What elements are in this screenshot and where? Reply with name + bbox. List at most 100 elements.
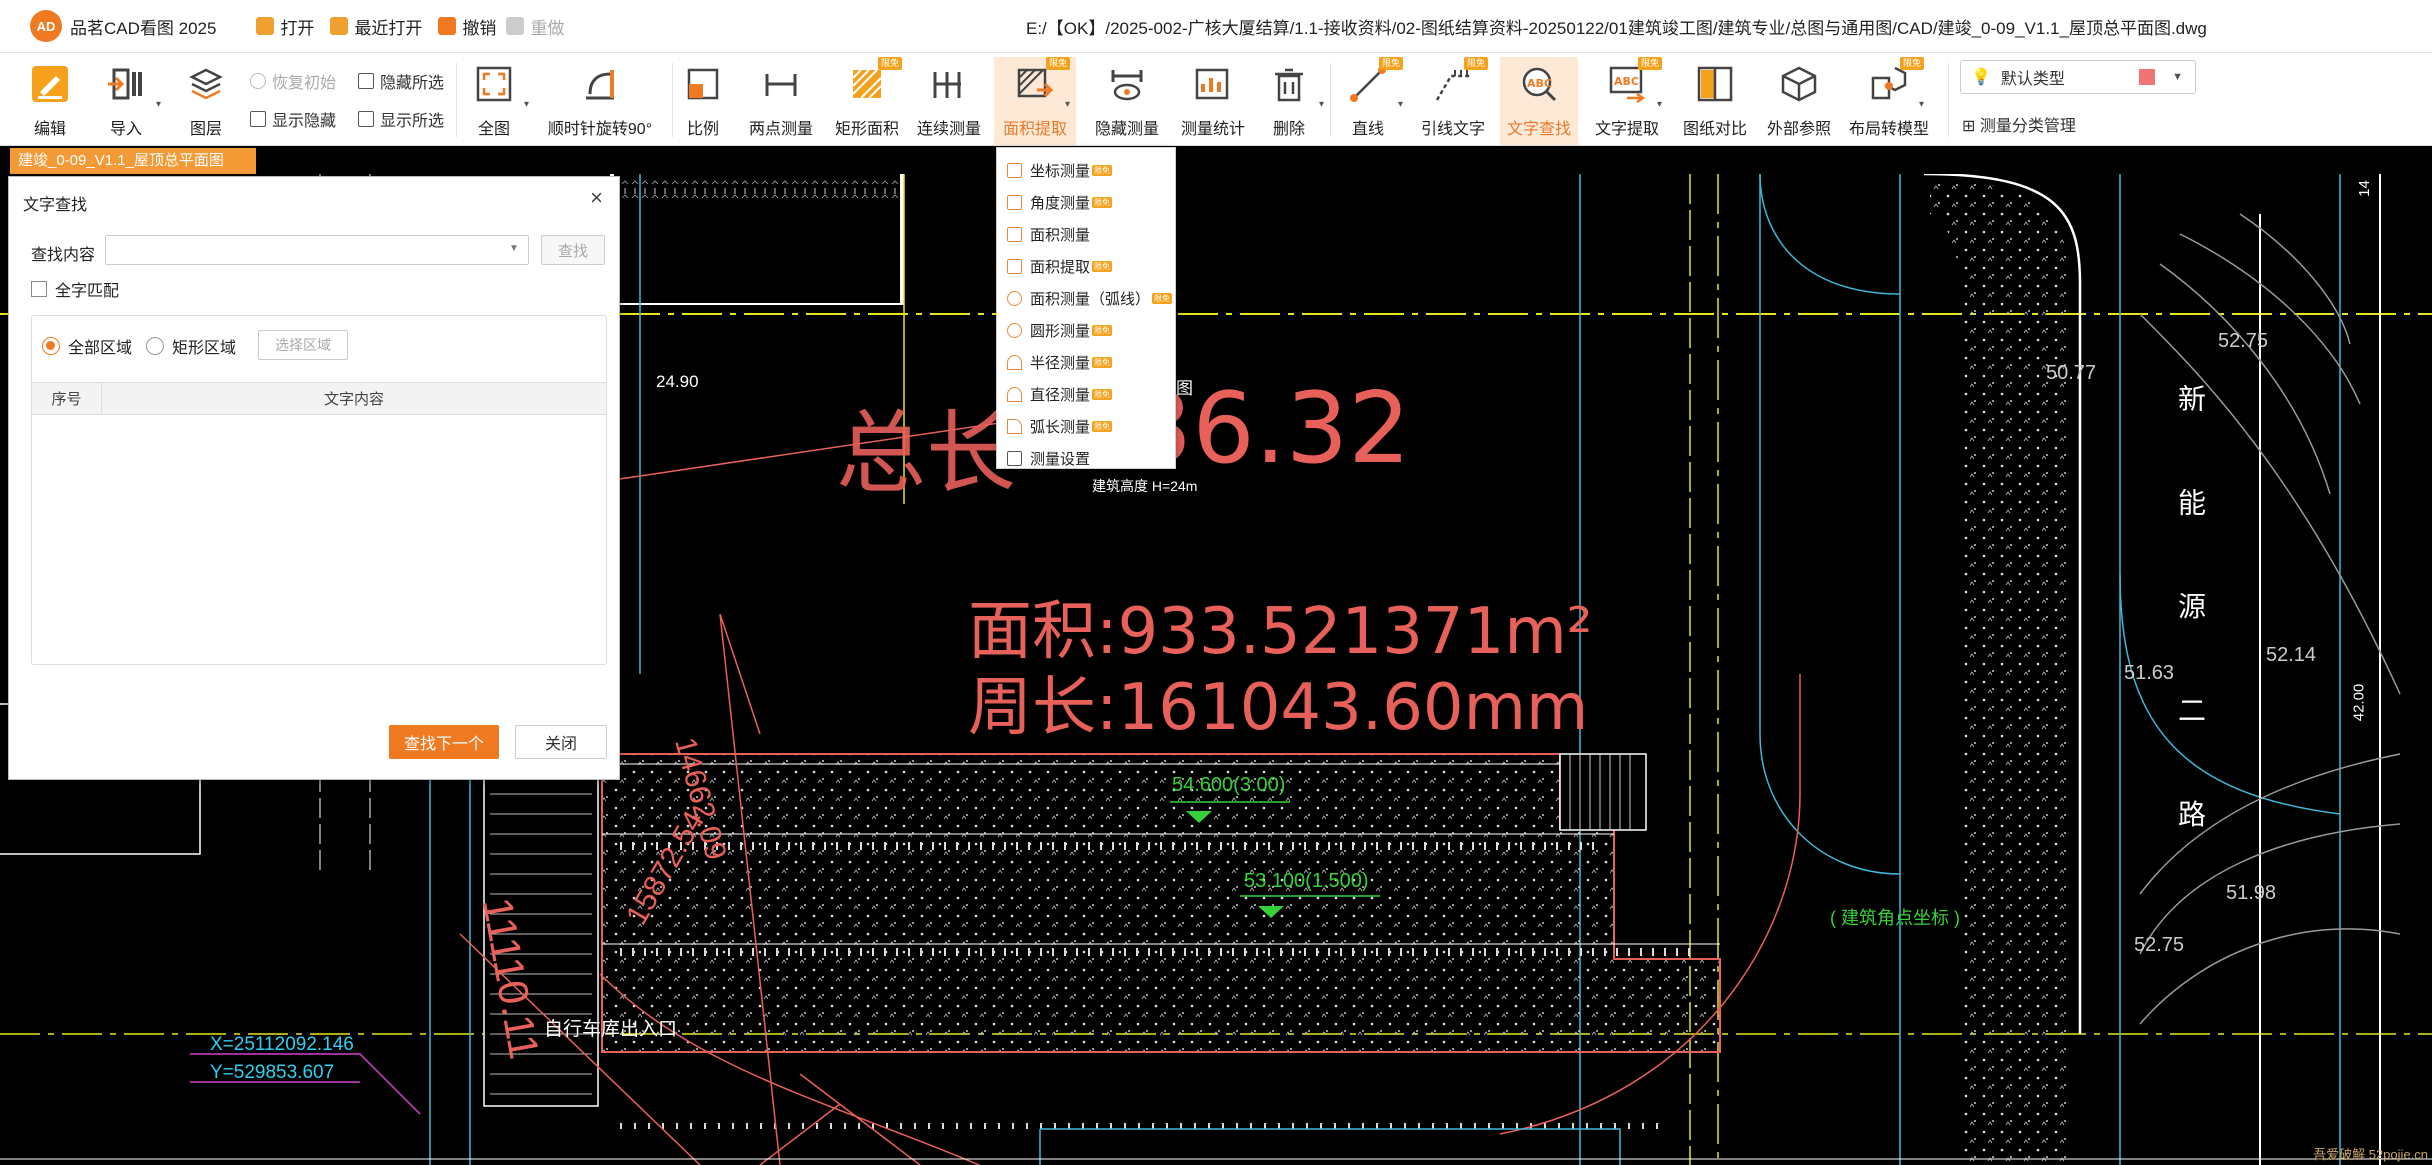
delete-button[interactable]: ▾ 删除 <box>1264 57 1324 145</box>
menu-item-arc-length-measure[interactable]: 弧长测量限免 <box>997 410 1175 442</box>
select-area-button[interactable]: 选择区域 <box>258 330 348 360</box>
edit-icon <box>29 63 71 105</box>
hidden-measure-button[interactable]: 隐藏测量 <box>1092 57 1162 145</box>
diameter-icon <box>1007 386 1022 402</box>
text-find-label: 文字查找 <box>1506 121 1571 138</box>
leader-text-button[interactable]: 限免 引线文字 <box>1416 57 1490 145</box>
dialog-title: 文字查找 <box>23 197 88 214</box>
xref-icon <box>1778 63 1820 105</box>
restore-initial-button[interactable]: 恢复初始 <box>250 69 336 93</box>
undo-icon <box>438 17 457 35</box>
menu-item-label: 圆形测量 <box>1030 322 1091 340</box>
layers-label: 图层 <box>189 121 222 138</box>
text-extract-button[interactable]: ABC 限免 ▾ 文字提取 <box>1590 57 1664 145</box>
menu-item-label: 面积测量 <box>1030 226 1091 244</box>
recent-open-label: 最近打开 <box>354 18 423 38</box>
measure-stats-button[interactable]: 测量统计 <box>1178 57 1248 145</box>
scale-icon <box>682 63 724 105</box>
scale-label: 比例 <box>686 121 719 138</box>
recent-folder-icon <box>330 17 349 35</box>
undo-button[interactable]: 撤销 <box>438 14 496 39</box>
level-52-75: 52.75 <box>2218 330 2269 352</box>
rect-area-radio[interactable]: 矩形区域 <box>146 334 236 358</box>
redo-button[interactable]: 重做 <box>506 14 564 39</box>
xref-button[interactable]: 外部参照 <box>1762 57 1836 145</box>
menu-item-measure-settings[interactable]: 测量设置 <box>997 442 1175 474</box>
hide-selected-button[interactable]: 隐藏所选 <box>358 69 444 93</box>
find-next-button[interactable]: 查找下一个 <box>389 725 499 759</box>
menu-item-label: 弧长测量 <box>1030 418 1091 436</box>
import-button[interactable]: ▾ 导入 <box>96 57 161 145</box>
two-point-measure-button[interactable]: 两点测量 <box>746 57 816 145</box>
menu-item-diameter-measure[interactable]: 直径测量限免 <box>997 378 1175 410</box>
free-badge: 限免 <box>1463 57 1488 70</box>
menu-item-label: 直径测量 <box>1030 386 1091 404</box>
drawing-compare-icon <box>1694 63 1736 105</box>
level-51-63: 51.63 <box>2124 662 2175 684</box>
whole-word-checkbox[interactable]: 全字匹配 <box>31 277 119 301</box>
document-tab[interactable]: 建竣_0-09_V1.1_屋顶总平面图 <box>10 148 256 174</box>
measure-stats-label: 测量统计 <box>1180 121 1245 138</box>
open-button[interactable]: 打开 <box>256 14 314 39</box>
menu-item-circle-measure[interactable]: 圆形测量限免 <box>997 314 1175 346</box>
delete-caret-icon: ▾ <box>1318 99 1324 110</box>
show-selected-button[interactable]: 显示所选 <box>358 107 444 131</box>
layers-button[interactable]: 图层 <box>176 57 236 145</box>
find-content-label: 查找内容 <box>31 247 96 264</box>
free-badge: 限免 <box>1092 260 1113 272</box>
menu-item-area-extract[interactable]: 面积提取限免 <box>997 250 1175 282</box>
free-badge: 限免 <box>1092 356 1113 368</box>
level-52-14: 52.14 <box>2266 644 2317 666</box>
rect-area-label: 矩形面积 <box>834 121 899 138</box>
menu-item-label: 面积测量（弧线） <box>1030 290 1151 308</box>
full-view-caret-icon: ▾ <box>523 99 529 110</box>
bulb-icon: 💡 <box>1971 69 1991 86</box>
radio-icon <box>146 337 164 355</box>
cad-drawing <box>0 174 2432 1165</box>
recent-open-button[interactable]: 最近打开 <box>330 14 422 39</box>
menu-item-angle-measure[interactable]: 角度测量限免 <box>997 186 1175 218</box>
layout-to-model-button[interactable]: 限免 ▾ 布局转模型 <box>1846 57 1932 145</box>
menu-item-arc-area-measure[interactable]: 面积测量（弧线）限免 <box>997 282 1175 314</box>
menu-item-coordinate-measure[interactable]: 坐标测量限免 <box>997 154 1175 186</box>
menu-fragment-text: 图 <box>1176 379 1193 398</box>
leader-text-label: 引线文字 <box>1420 121 1485 138</box>
all-area-radio[interactable]: 全部区域 <box>42 334 132 358</box>
edit-button[interactable]: 编辑 <box>18 57 82 145</box>
rotate-button[interactable]: 顺时针旋转90° <box>540 57 660 145</box>
menu-item-radius-measure[interactable]: 半径测量限免 <box>997 346 1175 378</box>
import-label: 导入 <box>109 121 142 138</box>
rect-area-button[interactable]: 限免 矩形面积 <box>830 57 904 145</box>
find-content-input[interactable] <box>105 235 529 265</box>
layout-to-model-label: 布局转模型 <box>1848 121 1929 138</box>
text-find-dialog: 文字查找 × 查找内容 ▼ 查找 全字匹配 全部区域 矩形区域 选择区域 序号 … <box>8 176 620 780</box>
file-path: E:/【OK】/2025-002-广核大厦结算/1.1-接收资料/02-图纸结算… <box>1026 19 2207 38</box>
find-button[interactable]: 查找 <box>541 235 605 265</box>
hidden-measure-label: 隐藏测量 <box>1094 121 1159 138</box>
continuous-measure-icon <box>928 63 970 105</box>
redo-label: 重做 <box>530 18 565 38</box>
continuous-measure-button[interactable]: 连续测量 <box>912 57 986 145</box>
menu-item-area-measure[interactable]: 面积测量 <box>997 218 1175 250</box>
show-hidden-button[interactable]: 显示隐藏 <box>250 107 336 131</box>
close-button[interactable]: 关闭 <box>515 725 607 759</box>
scale-button[interactable]: 比例 <box>678 57 728 145</box>
measure-class-manager-label: 测量分类管理 <box>1979 118 2076 135</box>
drawing-compare-button[interactable]: 图纸对比 <box>1678 57 1752 145</box>
measure-class-manager-button[interactable]: ⊞ 测量分类管理 <box>1962 112 2076 136</box>
folder-open-icon <box>256 17 275 35</box>
import-icon: ▾ <box>105 63 161 110</box>
layout-to-model-icon: 限免 ▾ <box>1868 57 1924 110</box>
area-extract-button[interactable]: 限免 ▾ 面积提取 <box>994 57 1076 145</box>
full-view-icon: ▾ <box>473 63 529 110</box>
layers-icon <box>185 63 227 105</box>
measure-type-select[interactable]: 💡 默认类型 ▼ <box>1960 60 2196 94</box>
area-extract-label: 面积提取 <box>1002 121 1067 138</box>
full-view-button[interactable]: ▾ 全图 <box>466 57 529 145</box>
text-find-button[interactable]: ABC 文字查找 <box>1500 57 1578 145</box>
line-button[interactable]: 限免 ▾ 直线 <box>1340 57 1403 145</box>
close-icon[interactable]: × <box>590 185 603 210</box>
free-badge: 限免 <box>877 57 902 70</box>
chevron-down-icon[interactable]: ▼ <box>509 243 519 254</box>
